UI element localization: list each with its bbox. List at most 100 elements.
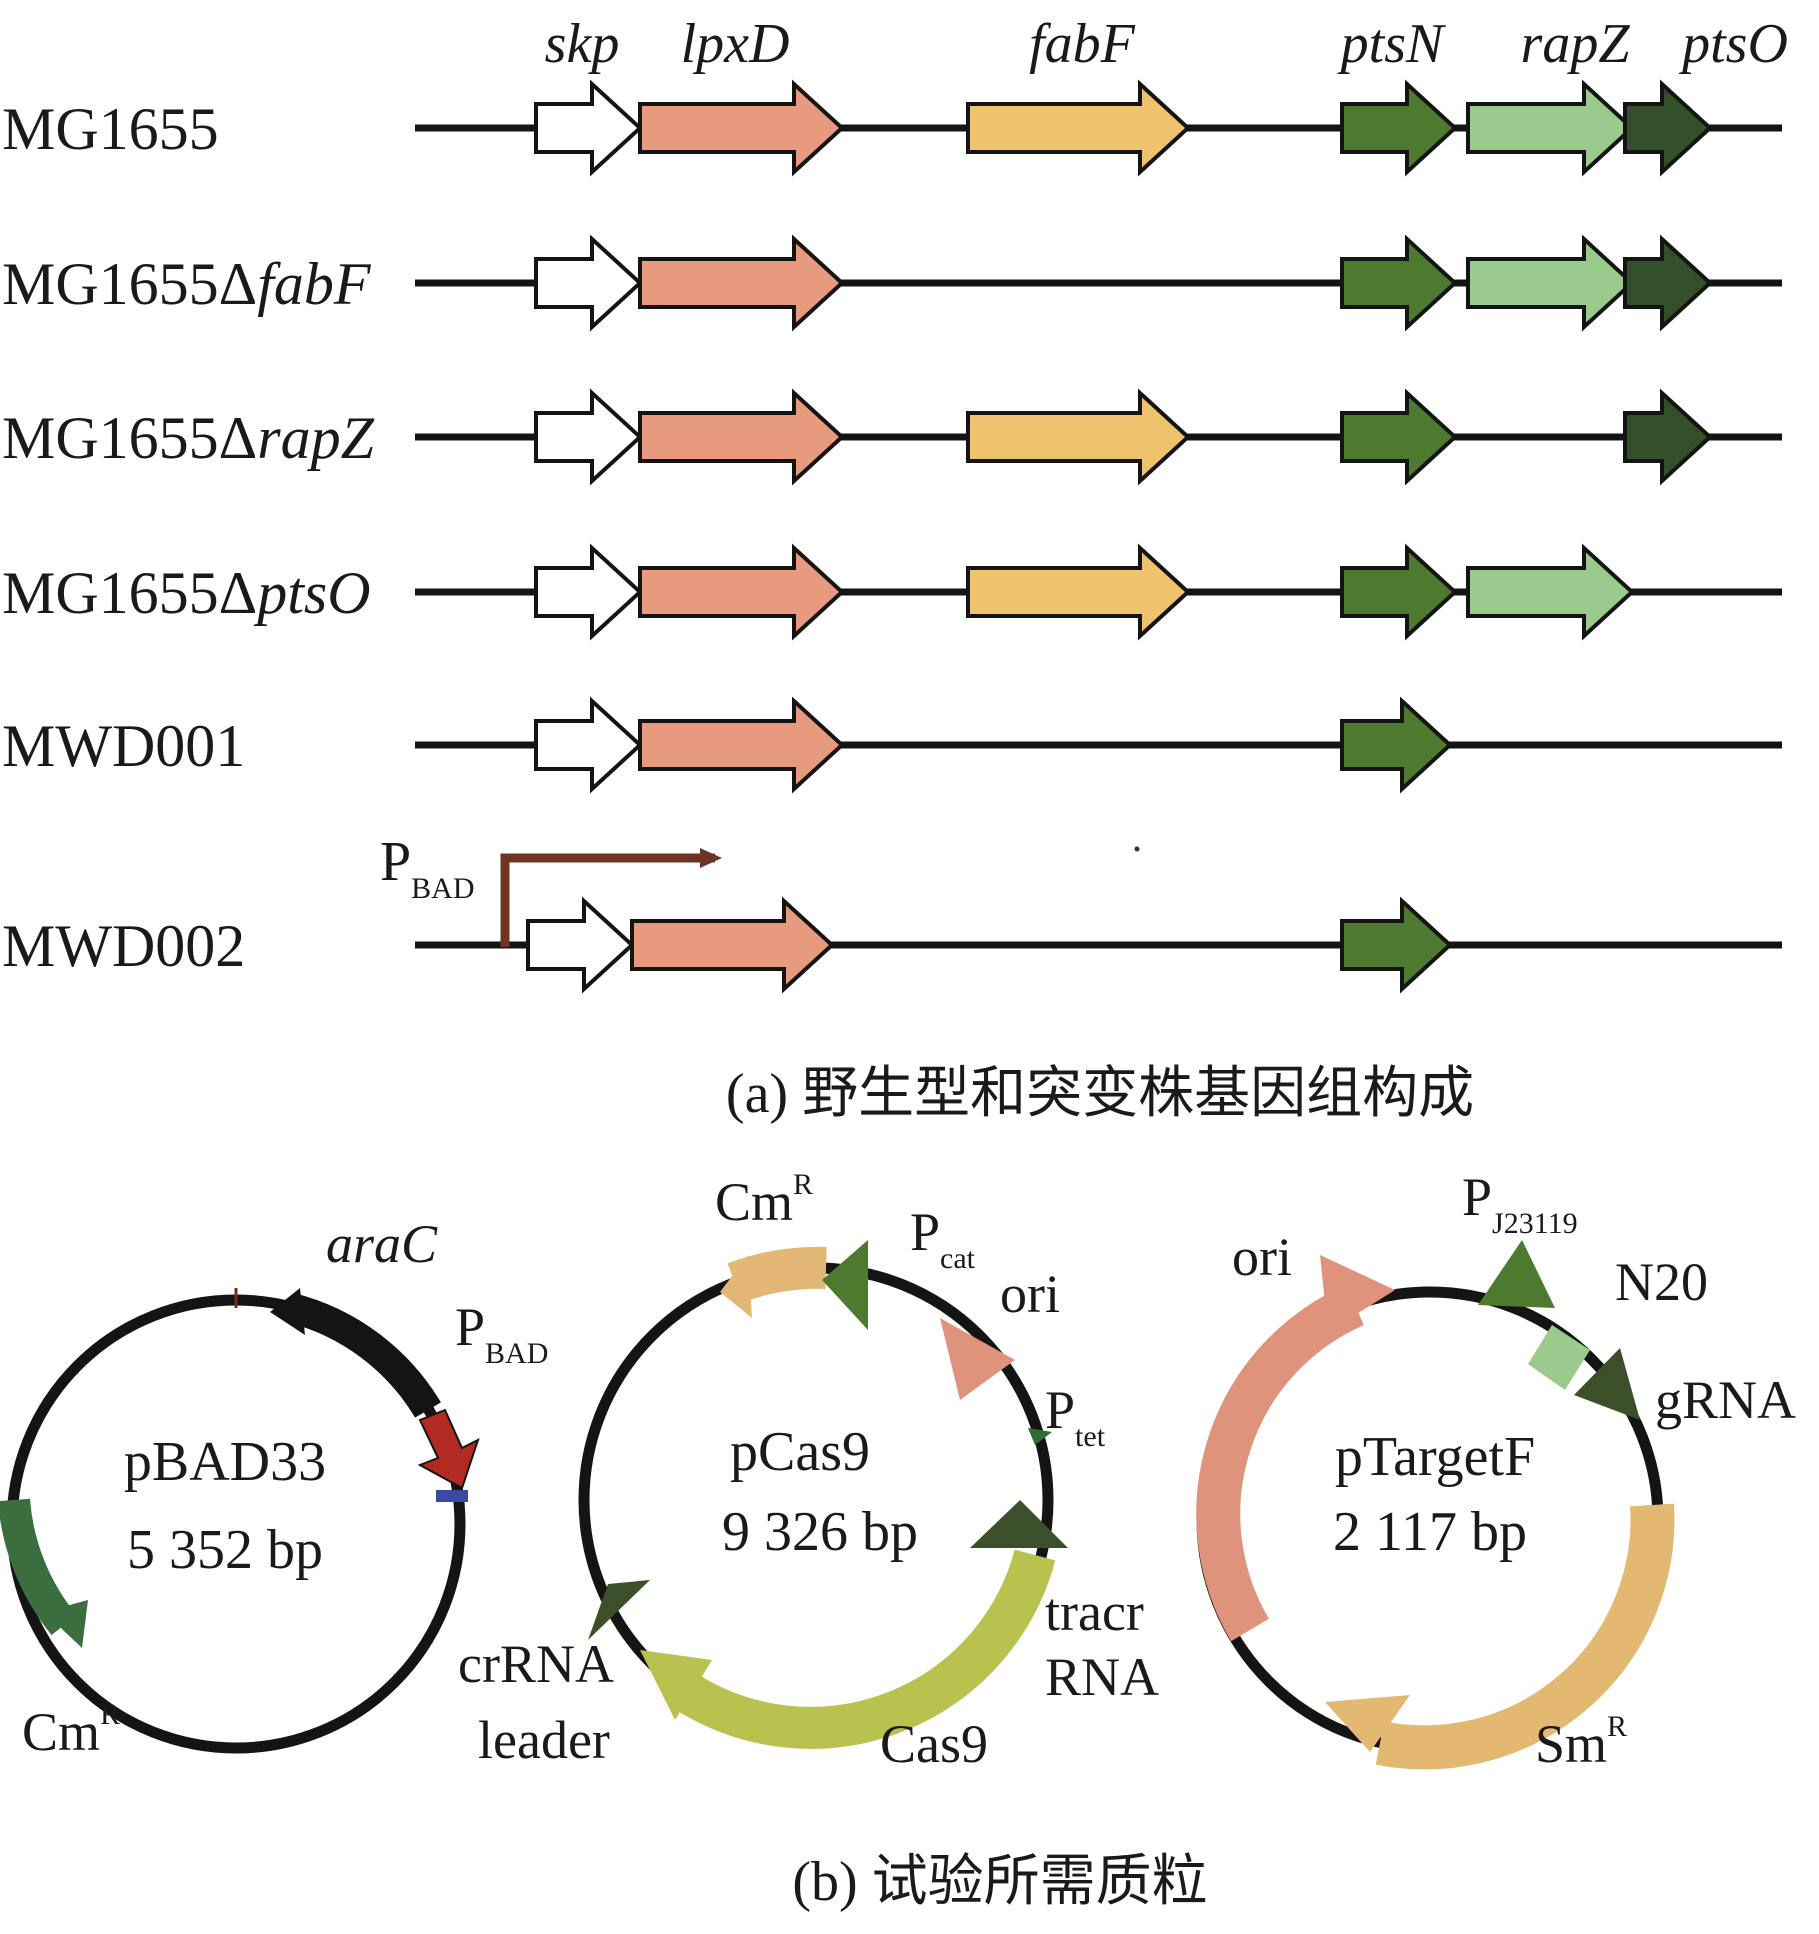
- cmr-label: CmR: [715, 1168, 813, 1232]
- smr-label: SmR: [1535, 1710, 1627, 1774]
- pcat-arrow: [822, 1240, 868, 1330]
- strain-row: MG1655ΔptsO: [2, 543, 1782, 641]
- smr-arrow: [1375, 1503, 1675, 1770]
- gene-header-skp: skp: [545, 13, 620, 75]
- gene-arrow-rapZ: [1466, 543, 1635, 641]
- gene-arrow-ptsN: [1340, 234, 1458, 332]
- tracr-label-1: tracr: [1045, 1582, 1144, 1642]
- caption-b: (b) 试验所需质粒: [792, 1851, 1207, 1913]
- pbad-arrow: [417, 1408, 480, 1490]
- ori-arrow: [940, 1318, 1015, 1400]
- gene-arrow-rapZ: [1466, 79, 1635, 177]
- gene-arrow-lpxD: [638, 79, 845, 177]
- gene-header-ptsN: ptsN: [1337, 13, 1446, 75]
- cas9-arrowhead: [640, 1650, 712, 1720]
- plasmid-size: 2 117 bp: [1333, 1501, 1527, 1563]
- strain-label: MG1655ΔfabF: [2, 251, 372, 317]
- cmr-arrowhead: [720, 1255, 752, 1318]
- gene-arrow-ptsN: [1340, 543, 1458, 641]
- gene-arrow-fabF: [966, 79, 1191, 177]
- gene-header-rapZ: rapZ: [1521, 13, 1631, 75]
- strain-row: MWD001: [2, 696, 1782, 794]
- gene-arrow-skp: [534, 79, 643, 177]
- cmr-arrowhead: [44, 1600, 88, 1648]
- gene-arrow-fabF: [966, 543, 1191, 641]
- tracr-label-2: RNA: [1045, 1647, 1159, 1707]
- gene-arrow-skp: [526, 896, 635, 994]
- gene-arrow-fabF: [966, 388, 1191, 486]
- gene-arrow-skp: [534, 388, 643, 486]
- strain-row: MWD002: [2, 896, 1782, 994]
- stray-dot: [1134, 846, 1140, 852]
- n20-label: N20: [1615, 1252, 1708, 1312]
- ptet-label: Ptet: [1045, 1380, 1106, 1453]
- strain-label: MWD002: [2, 913, 245, 979]
- plasmid-size: 9 326 bp: [722, 1501, 918, 1563]
- gene-header-lpxD: lpxD: [681, 13, 790, 75]
- cas9-label: Cas9: [880, 1714, 988, 1774]
- cas9-arrow: [679, 1549, 1056, 1749]
- strain-label: MG1655: [2, 96, 219, 162]
- grna-label: gRNA: [1655, 1370, 1796, 1430]
- gene-arrow-ptsO: [1623, 79, 1713, 177]
- crrna-label-2: leader: [478, 1710, 610, 1770]
- tracr-rna-arrow: [970, 1500, 1068, 1548]
- pbad-promoter-arrow: PBAD: [380, 831, 722, 947]
- gene-arrow-skp: [534, 696, 643, 794]
- gene-arrow-ptsN: [1340, 696, 1453, 794]
- strain-label: MG1655ΔrapZ: [2, 405, 375, 471]
- smr-arrowhead: [1325, 1695, 1410, 1752]
- ori-label: ori: [1000, 1264, 1060, 1324]
- pj23119-label: PJ23119: [1462, 1167, 1578, 1240]
- gene-arrow-lpxD: [638, 696, 845, 794]
- promoter-label: PBAD: [380, 831, 475, 905]
- gene-arrow-lpxD: [638, 388, 845, 486]
- gene-arrow-lpxD: [630, 896, 835, 994]
- gene-arrow-lpxD: [638, 234, 845, 332]
- pj23119-arrow: [1478, 1240, 1555, 1308]
- strain-row: MG1655: [2, 79, 1782, 177]
- strain-row: MG1655ΔrapZ: [2, 388, 1782, 486]
- gene-header-fabF: fabF: [1029, 13, 1136, 75]
- crrna-label-1: crRNA: [458, 1634, 614, 1694]
- ori-label: ori: [1232, 1227, 1292, 1287]
- plasmid-pcas9: CmR Pcat ori Ptet tracr RNA Cas9 crRNA l…: [458, 1168, 1159, 1774]
- arac-arrow: [287, 1293, 441, 1418]
- plasmid-size: 5 352 bp: [127, 1519, 323, 1581]
- arac-label: araC: [326, 1214, 438, 1274]
- gene-arrow-skp: [534, 543, 643, 641]
- crrna-leader-arrow: [588, 1580, 650, 1640]
- ori-arrowhead: [1320, 1255, 1395, 1332]
- panel-b-plasmids: araC PBAD CmR pBAD33 5 352 bp CmR: [0, 1167, 1796, 1913]
- n20-box: [1528, 1325, 1590, 1390]
- plasmid-name: pCas9: [730, 1421, 870, 1483]
- gene-arrow-ptsO: [1623, 234, 1713, 332]
- plasmid-name: pTargetF: [1335, 1426, 1535, 1488]
- strain-label: MWD001: [2, 713, 245, 779]
- gene-header-ptsO: ptsO: [1678, 13, 1788, 75]
- pbad-site-marker: [436, 1490, 468, 1502]
- plasmid-pbad33: araC PBAD CmR pBAD33 5 352 bp: [0, 1214, 548, 1762]
- caption-a: (a) 野生型和突变株基因组构成: [726, 1063, 1474, 1125]
- gene-arrow-rapZ: [1466, 234, 1635, 332]
- plasmid-name: pBAD33: [124, 1431, 326, 1493]
- gene-arrow-ptsO: [1623, 388, 1713, 486]
- strain-row: MG1655ΔfabF: [2, 234, 1782, 332]
- arac-arrowhead: [270, 1288, 305, 1335]
- gene-arrow-ptsN: [1340, 79, 1458, 177]
- plasmid-ptargetf: ori PJ23119 N20 gRNA SmR pTargetF 2 117 …: [1196, 1167, 1796, 1774]
- gene-arrow-ptsN: [1340, 388, 1458, 486]
- ori-arrow: [1196, 1284, 1365, 1642]
- grna-arrow: [1574, 1348, 1640, 1420]
- gene-arrow-skp: [534, 234, 643, 332]
- strain-label: MG1655ΔptsO: [2, 560, 371, 626]
- gene-arrow-ptsN: [1340, 896, 1453, 994]
- cmr-label: CmR: [22, 1698, 120, 1762]
- pbad-label: PBAD: [455, 1297, 548, 1370]
- pcat-label: Pcat: [910, 1202, 976, 1275]
- gene-arrow-lpxD: [638, 543, 845, 641]
